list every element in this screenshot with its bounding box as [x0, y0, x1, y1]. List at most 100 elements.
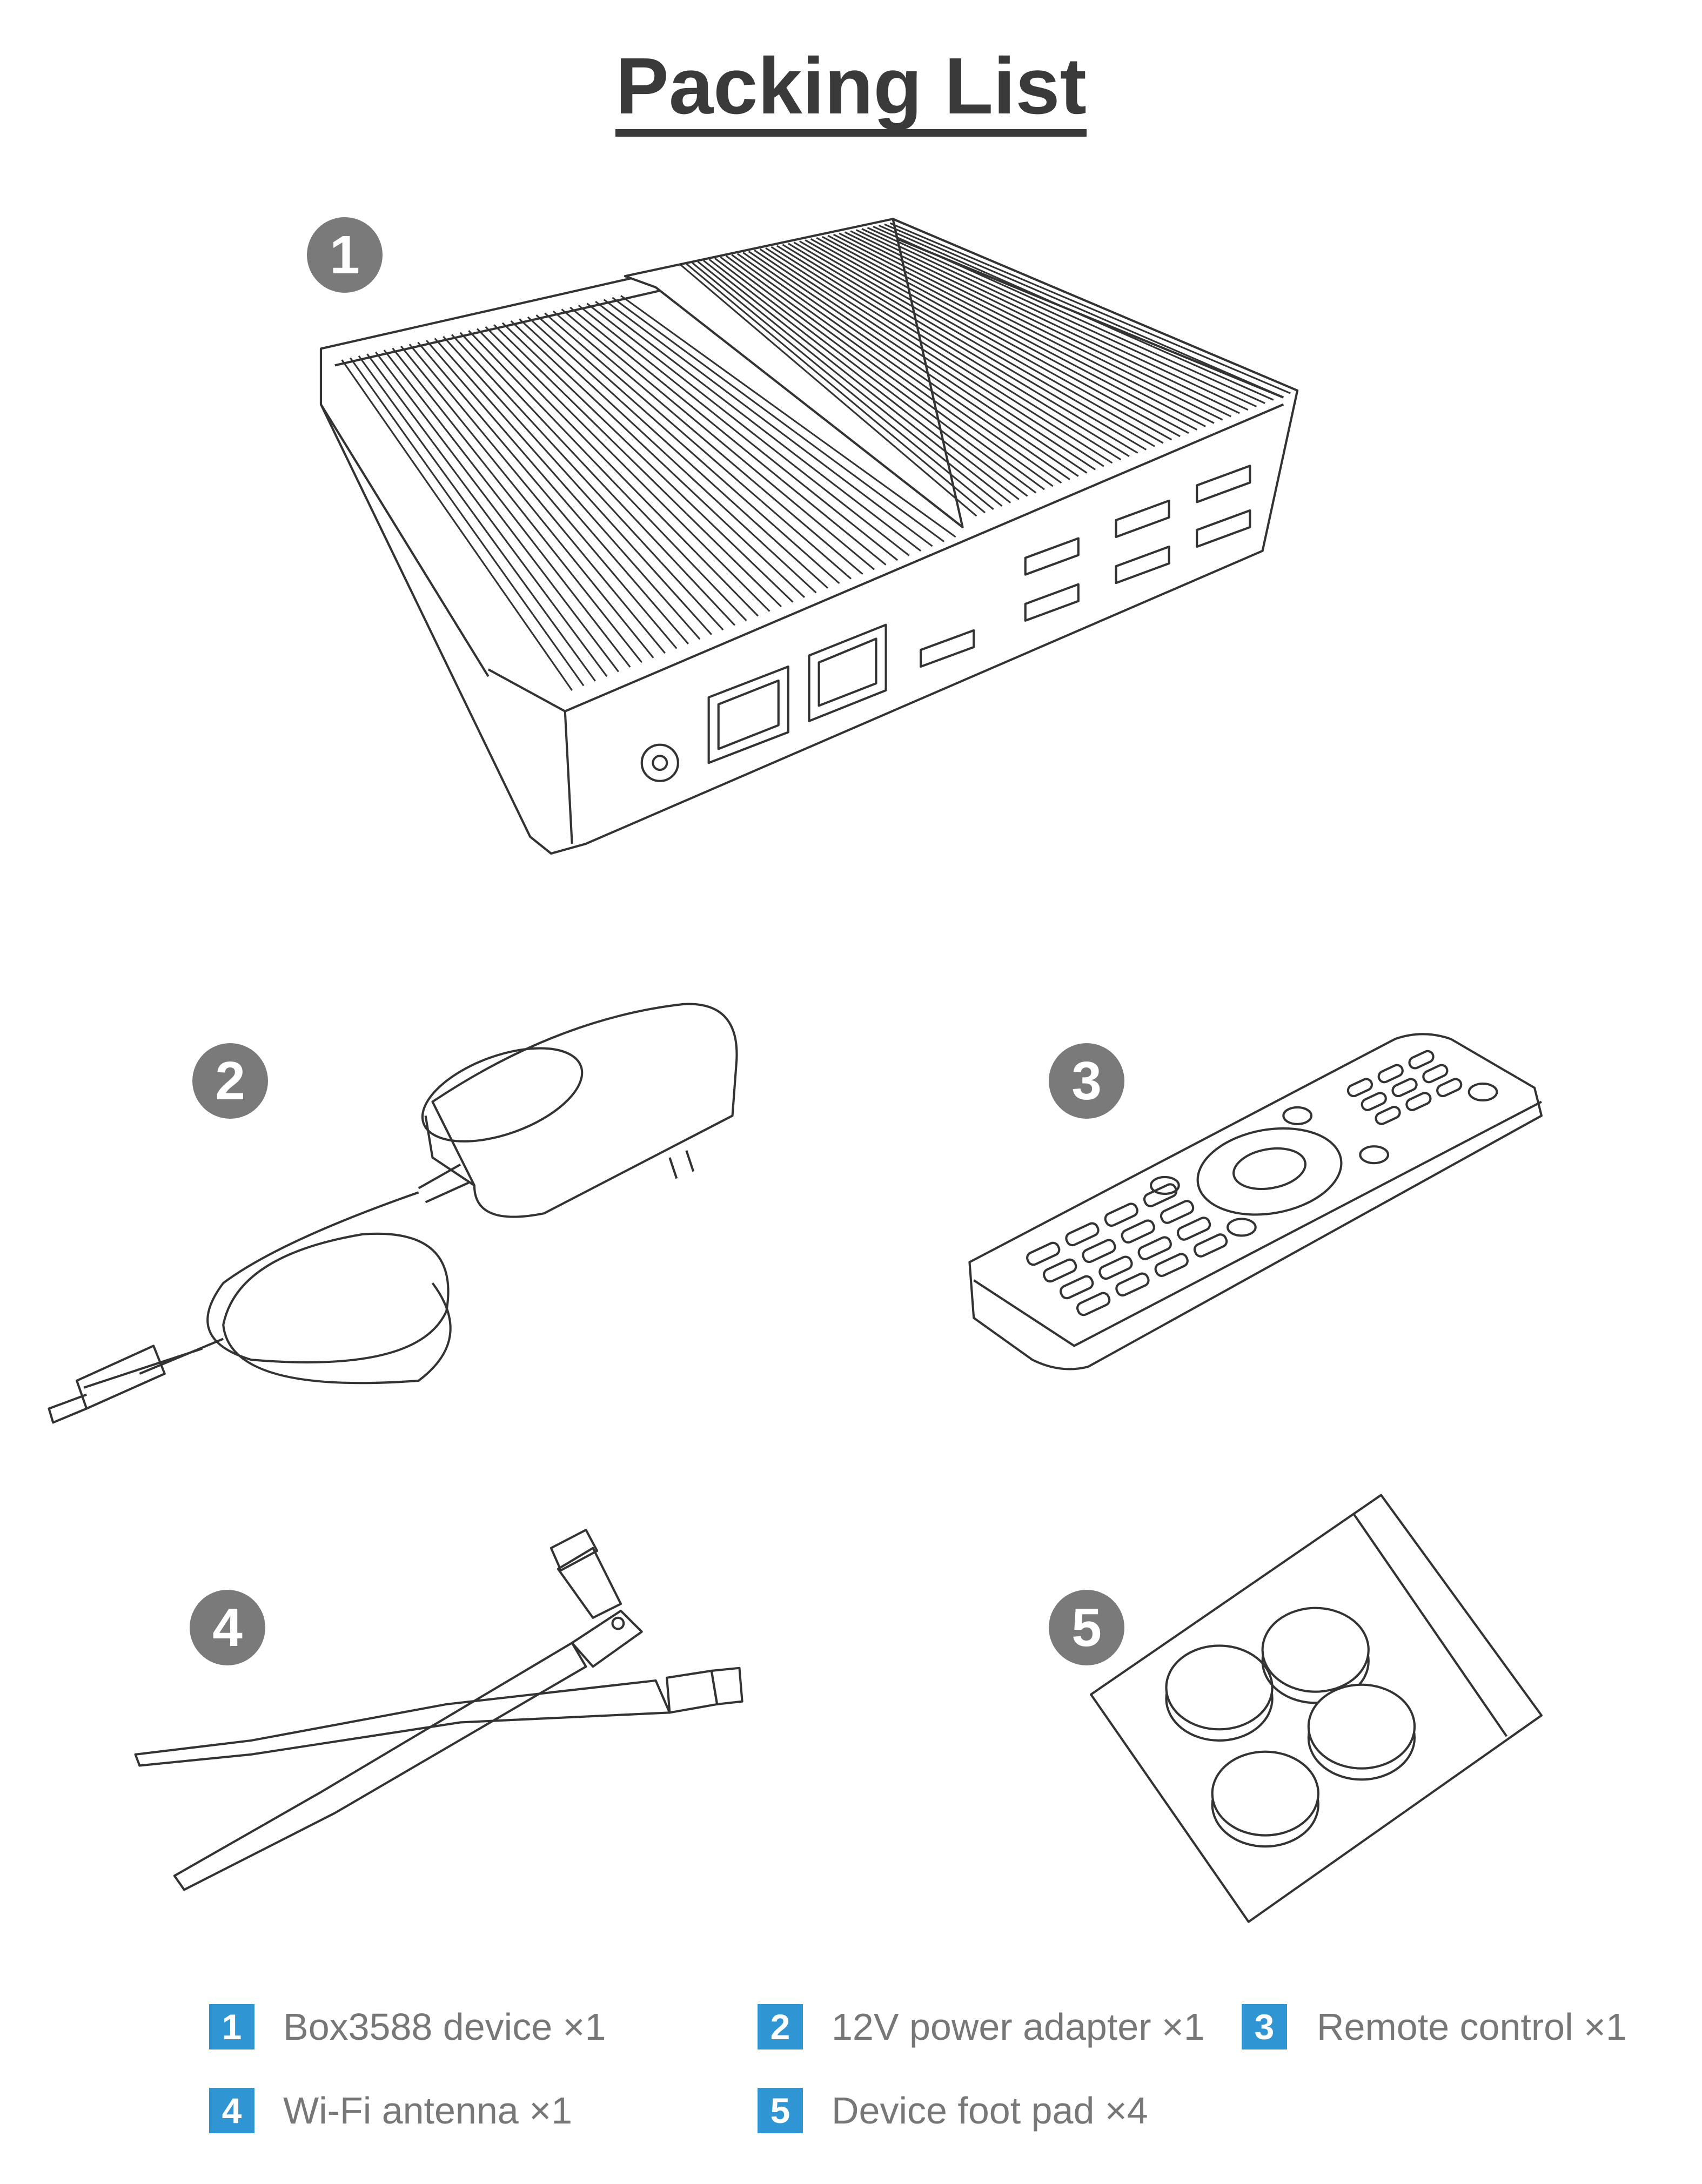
- fin: [366, 353, 608, 677]
- item-qty: ×4: [1104, 2089, 1148, 2132]
- fin: [603, 299, 933, 547]
- fin: [459, 332, 735, 626]
- fin: [358, 355, 596, 682]
- fin: [569, 306, 887, 566]
- remote-key: [1154, 1253, 1189, 1277]
- fin: [867, 227, 1257, 408]
- remote-key: [1375, 1106, 1401, 1125]
- item-label: 12V power adapter: [832, 2006, 1151, 2048]
- fin: [878, 224, 1274, 401]
- fin: [383, 350, 631, 668]
- remote-key: [1026, 1241, 1061, 1266]
- fin: [708, 258, 1020, 500]
- item-label: Device foot pad: [832, 2089, 1095, 2132]
- fin: [485, 326, 770, 612]
- fin: [748, 251, 1079, 477]
- item-qty: ×1: [562, 2006, 606, 2048]
- fin: [884, 223, 1283, 398]
- legend-item-2: 12V power adapter ×1: [832, 2004, 1205, 2049]
- remote-key: [1391, 1078, 1418, 1098]
- fin: [770, 246, 1113, 464]
- fin: [392, 347, 642, 663]
- fin: [799, 240, 1155, 447]
- fin: [855, 229, 1240, 414]
- fin: [578, 305, 899, 561]
- hdmi-port: [1196, 465, 1251, 503]
- foot-pad: [1261, 1607, 1370, 1693]
- fin: [827, 234, 1198, 431]
- hdmi-port: [1024, 537, 1080, 576]
- item-label: Remote control: [1317, 2006, 1573, 2048]
- foot-pad: [1307, 1683, 1416, 1770]
- fin: [833, 233, 1206, 427]
- fin: [527, 316, 829, 589]
- item-label: Wi-Fi antenna: [283, 2089, 519, 2132]
- remote-key: [1060, 1275, 1094, 1300]
- fin: [839, 232, 1215, 424]
- remote-control-illustration: [968, 1033, 1543, 1370]
- fin: [782, 244, 1130, 458]
- remote-key: [1143, 1183, 1178, 1207]
- fin: [850, 230, 1232, 418]
- fin: [697, 261, 1003, 507]
- fin: [350, 357, 585, 687]
- item-label: Box3588 device: [283, 2006, 553, 2048]
- fin: [844, 231, 1223, 421]
- fin: [759, 248, 1096, 471]
- fin: [586, 303, 910, 556]
- legend-badge-5: 5: [758, 2088, 803, 2133]
- legend-badge-2: 2: [758, 2004, 803, 2049]
- legend-item-3: Remote control ×1: [1317, 2004, 1627, 2049]
- foot-pad: [1165, 1644, 1274, 1731]
- callout-3: 3: [1049, 1043, 1124, 1119]
- fin: [889, 222, 1291, 394]
- fin: [561, 308, 875, 570]
- fin: [400, 345, 654, 658]
- legend-item-4: Wi-Fi antenna ×1: [283, 2088, 572, 2133]
- fin: [510, 320, 806, 598]
- remote-key: [1115, 1272, 1150, 1297]
- fin: [714, 257, 1028, 497]
- fin: [754, 250, 1088, 474]
- callout-1: 1: [307, 217, 383, 293]
- remote-key: [1098, 1255, 1133, 1280]
- fin: [552, 310, 863, 575]
- fin: [408, 344, 666, 654]
- item-qty: ×1: [1161, 2006, 1205, 2048]
- remote-key: [1082, 1239, 1116, 1264]
- remote-key: [1408, 1050, 1435, 1070]
- remote-key: [1436, 1078, 1463, 1098]
- title-text: Packing List: [615, 44, 1087, 137]
- fin: [595, 300, 922, 552]
- fin: [620, 295, 956, 538]
- fin: [691, 262, 994, 510]
- callout-5: 5: [1049, 1590, 1124, 1665]
- fin: [544, 312, 852, 580]
- legend-badge-4: 4: [209, 2088, 254, 2133]
- legend-badge-1: 1: [209, 2004, 254, 2049]
- fin: [805, 239, 1164, 444]
- fin: [765, 247, 1104, 467]
- foot-pad-illustration: [1089, 1494, 1543, 1923]
- fin: [725, 255, 1045, 490]
- fin: [720, 256, 1037, 494]
- foot-pad: [1211, 1750, 1319, 1837]
- remote-key: [1346, 1078, 1373, 1098]
- hdmi-port: [920, 629, 975, 668]
- fin: [776, 245, 1122, 461]
- fin: [810, 238, 1172, 441]
- power-adapter-illustration: [48, 1003, 738, 1424]
- fin: [417, 341, 678, 649]
- wifi-antenna-illustration: [134, 1529, 743, 1891]
- fin: [451, 334, 724, 631]
- fin: [793, 241, 1147, 451]
- fin: [686, 263, 986, 514]
- hdmi-port: [1196, 509, 1251, 548]
- fin: [425, 340, 689, 644]
- legend-item-1: Box3588 device ×1: [283, 2004, 606, 2049]
- fin: [519, 318, 817, 594]
- legend-badge-3: 3: [1242, 2004, 1287, 2049]
- item-qty: ×1: [529, 2089, 572, 2132]
